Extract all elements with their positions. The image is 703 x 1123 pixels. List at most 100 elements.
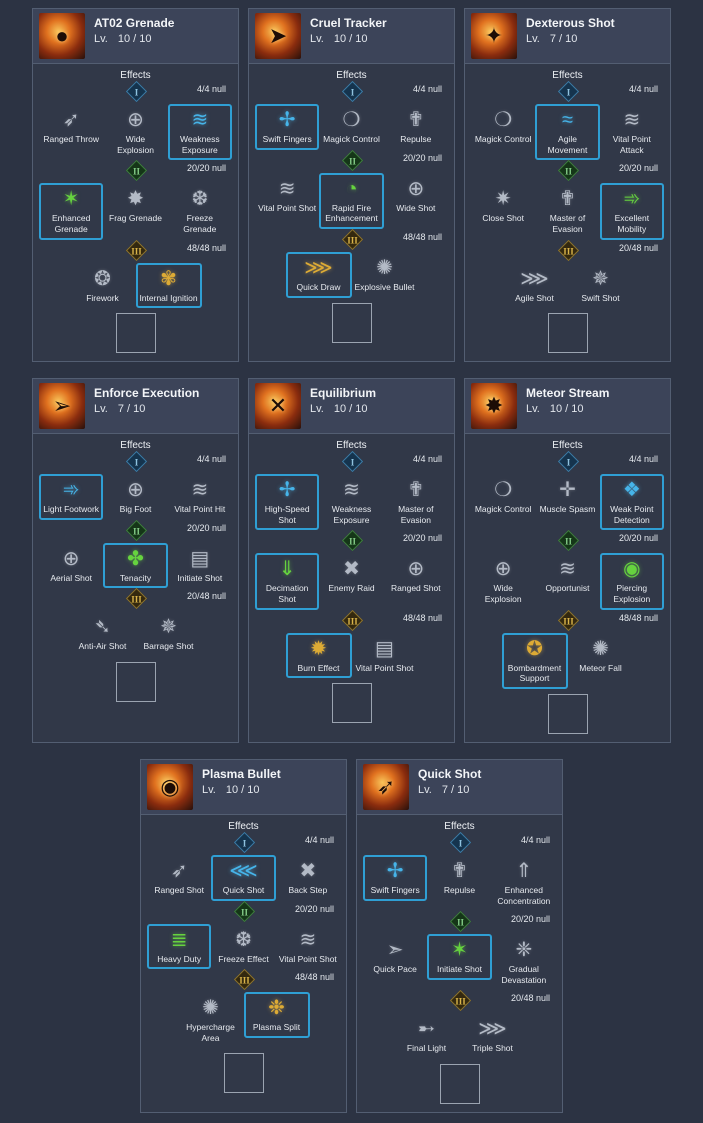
skill-magick-control[interactable]: ❍ Magick Control — [319, 104, 383, 150]
tier-diamond-icon: I — [557, 80, 579, 103]
skill-ranged-shot[interactable]: ➶ Ranged Shot — [147, 855, 211, 901]
skill-excellent-mobility[interactable]: ➾ Excellent Mobility — [599, 183, 664, 240]
skill-plasma-split[interactable]: ❉ Plasma Split — [243, 992, 310, 1038]
skill-final-light[interactable]: ➸ Final Light — [394, 1013, 460, 1059]
card-level-value: 10 / 10 — [225, 783, 260, 796]
skill-high-speed-shot[interactable]: ✢ High-Speed Shot — [255, 474, 320, 531]
skill-swift-shot[interactable]: ✵ Swift Shot — [568, 263, 634, 309]
repulse-icon: ✟ — [451, 859, 468, 882]
tier-head: 48/48 null III — [255, 228, 448, 250]
card-title: Quick Shot — [418, 766, 482, 781]
tiers: 4/4 null I ➶ Ranged Throw ⊕ Wide Explosi… — [39, 80, 232, 309]
skill-big-foot[interactable]: ⊕ Big Foot — [103, 474, 167, 520]
skill-agile-movement[interactable]: ≈ Agile Movement — [535, 104, 600, 161]
card-level: Lv.10 / 10 — [526, 403, 609, 415]
skill-wide-shot[interactable]: ⊕ Wide Shot — [384, 173, 448, 219]
skill-weakness-exposure[interactable]: ≋ Weakness Exposure — [319, 474, 383, 530]
barrage-shot-icon: ✵ — [160, 616, 177, 639]
skill-close-shot[interactable]: ✷ Close Shot — [471, 183, 535, 229]
skill-enhanced-grenade[interactable]: ✶ Enhanced Grenade — [39, 183, 104, 240]
skill-barrage-shot[interactable]: ✵ Barrage Shot — [136, 611, 202, 657]
card-title: AT02 Grenade — [94, 16, 175, 30]
empty-skill-slot[interactable] — [115, 313, 156, 354]
skill-firework[interactable]: ❂ Firework — [70, 263, 136, 309]
empty-skill-slot[interactable] — [115, 662, 156, 702]
skill-internal-ignition[interactable]: ✾ Internal Ignition — [135, 262, 202, 309]
skill-explosive-bullet[interactable]: ✺ Explosive Bullet — [352, 252, 418, 298]
skill-repulse[interactable]: ✟ Repulse — [384, 104, 448, 150]
skill-freeze-grenade[interactable]: ❆ Freeze Grenade — [168, 183, 232, 239]
empty-skill-slot[interactable] — [223, 1053, 264, 1094]
skill-initiate-shot[interactable]: ▤ Initiate Shot — [168, 543, 232, 589]
agile-shot-icon: ⋙ — [520, 267, 549, 290]
skill-wide-explosion[interactable]: ⊕ Wide Explosion — [471, 553, 535, 609]
empty-skill-slot[interactable] — [331, 302, 372, 343]
skill-tenacity[interactable]: ✤ Tenacity — [103, 542, 168, 589]
skill-opportunist[interactable]: ≋ Opportunist — [535, 553, 599, 599]
heavy-duty-icon: ≣ — [170, 928, 188, 951]
initiate-shot-icon: ✶ — [451, 939, 468, 962]
skill-weak-point-detection[interactable]: ❖ Weak Point Detection — [599, 474, 664, 531]
skill-gradual-devastation[interactable]: ❈ Gradual Devastation — [492, 934, 556, 990]
skill-freeze-effect[interactable]: ❆ Freeze Effect — [211, 924, 275, 970]
skill-vital-point-shot[interactable]: ▤ Vital Point Shot — [352, 633, 418, 679]
tier-section: 48/48 null III ✹ Burn Effect ▤ Vital Poi… — [255, 609, 448, 679]
skill-swift-fingers[interactable]: ✢ Swift Fingers — [363, 854, 428, 901]
skill-enemy-raid[interactable]: ✖ Enemy Raid — [319, 553, 383, 599]
tier-numeral: II — [348, 156, 356, 167]
empty-skill-slot[interactable] — [331, 683, 372, 724]
skill-aerial-shot[interactable]: ⊕ Aerial Shot — [39, 543, 103, 589]
skill-back-step[interactable]: ✖ Back Step — [276, 855, 340, 901]
skill-label: Enemy Raid — [328, 583, 375, 594]
skill-decimation-shot[interactable]: ⇓ Decimation Shot — [255, 553, 320, 610]
skill-light-footwork[interactable]: ➾ Light Footwork — [39, 474, 104, 520]
tier-numeral: I — [458, 838, 462, 849]
bombardment-support-icon: ✪ — [526, 637, 543, 660]
skill-vital-point-attack[interactable]: ≋ Vital Point Attack — [600, 104, 664, 160]
tier-section: 20/20 null II ⇓ Decimation Shot ✖ Enemy … — [255, 530, 448, 610]
skill-label: Repulse — [443, 884, 476, 895]
skill-master-of-evasion[interactable]: ✟ Master of Evasion — [535, 183, 599, 239]
skill-vital-point-shot[interactable]: ≋ Vital Point Shot — [255, 173, 319, 219]
skill-swift-fingers[interactable]: ✢ Swift Fingers — [255, 104, 320, 150]
skill-agile-shot[interactable]: ⋙ Agile Shot — [502, 263, 568, 309]
card-body: Effects 4/4 null I ✢ Swift Fingers ❍ Mag… — [249, 64, 454, 361]
skill-triple-shot[interactable]: ⋙ Triple Shot — [460, 1013, 526, 1059]
tier-numeral: II — [132, 526, 140, 537]
skill-vital-point-shot[interactable]: ≋ Vital Point Shot — [276, 924, 340, 970]
skill-label: Ranged Throw — [43, 134, 99, 144]
skill-quick-draw[interactable]: ⋙ Quick Draw — [285, 251, 352, 298]
skill-rapid-fire-enhancement[interactable]: ◔ Rapid Fire Enhancement — [319, 172, 384, 229]
skill-bombardment-support[interactable]: ✪ Bombardment Support — [501, 632, 568, 689]
skill-anti-air-shot[interactable]: ➴ Anti-Air Shot — [70, 611, 136, 657]
skill-weakness-exposure[interactable]: ≋ Weakness Exposure — [167, 104, 232, 161]
tier-head: 4/4 null I — [363, 831, 556, 853]
card-body: Effects 4/4 null I ✢ Swift Fingers ✟ Rep… — [357, 815, 562, 1112]
skill-wide-explosion[interactable]: ⊕ Wide Explosion — [103, 104, 167, 160]
tier-diamond-icon: III — [557, 609, 579, 631]
skill-ranged-throw[interactable]: ➶ Ranged Throw — [39, 104, 103, 150]
skill-meteor-fall[interactable]: ✺ Meteor Fall — [568, 633, 634, 679]
skill-piercing-explosion[interactable]: ◉ Piercing Explosion — [599, 553, 664, 610]
skill-ranged-shot[interactable]: ⊕ Ranged Shot — [384, 553, 448, 599]
skill-burn-effect[interactable]: ✹ Burn Effect — [285, 632, 352, 679]
skill-muscle-spasm[interactable]: ✛ Muscle Spasm — [535, 474, 599, 520]
skill-magick-control[interactable]: ❍ Magick Control — [471, 104, 535, 150]
skill-heavy-duty[interactable]: ≣ Heavy Duty — [147, 923, 212, 970]
empty-skill-slot[interactable] — [439, 1064, 480, 1104]
skills-row: ➴ Anti-Air Shot ✵ Barrage Shot — [39, 611, 232, 657]
skill-frag-grenade[interactable]: ✸ Frag Grenade — [103, 183, 167, 229]
skill-quick-pace[interactable]: ➣ Quick Pace — [363, 934, 427, 980]
skill-master-of-evasion[interactable]: ✟ Master of Evasion — [384, 474, 448, 530]
empty-skill-slot[interactable] — [547, 313, 588, 354]
skill-initiate-shot[interactable]: ✶ Initiate Shot — [427, 934, 492, 980]
tier-count: 48/48 null — [402, 231, 442, 242]
skill-magick-control[interactable]: ❍ Magick Control — [471, 474, 535, 520]
skill-enhanced-concentration[interactable]: ⇑ Enhanced Concentration — [492, 855, 556, 911]
skill-hypercharge-area[interactable]: ✺ Hypercharge Area — [178, 992, 244, 1048]
skill-repulse[interactable]: ✟ Repulse — [427, 855, 491, 901]
skill-label: Firework — [86, 292, 119, 303]
empty-skill-slot[interactable] — [547, 693, 588, 734]
skill-vital-point-hit[interactable]: ≋ Vital Point Hit — [168, 474, 232, 520]
skill-quick-shot[interactable]: ⋘ Quick Shot — [211, 854, 276, 901]
